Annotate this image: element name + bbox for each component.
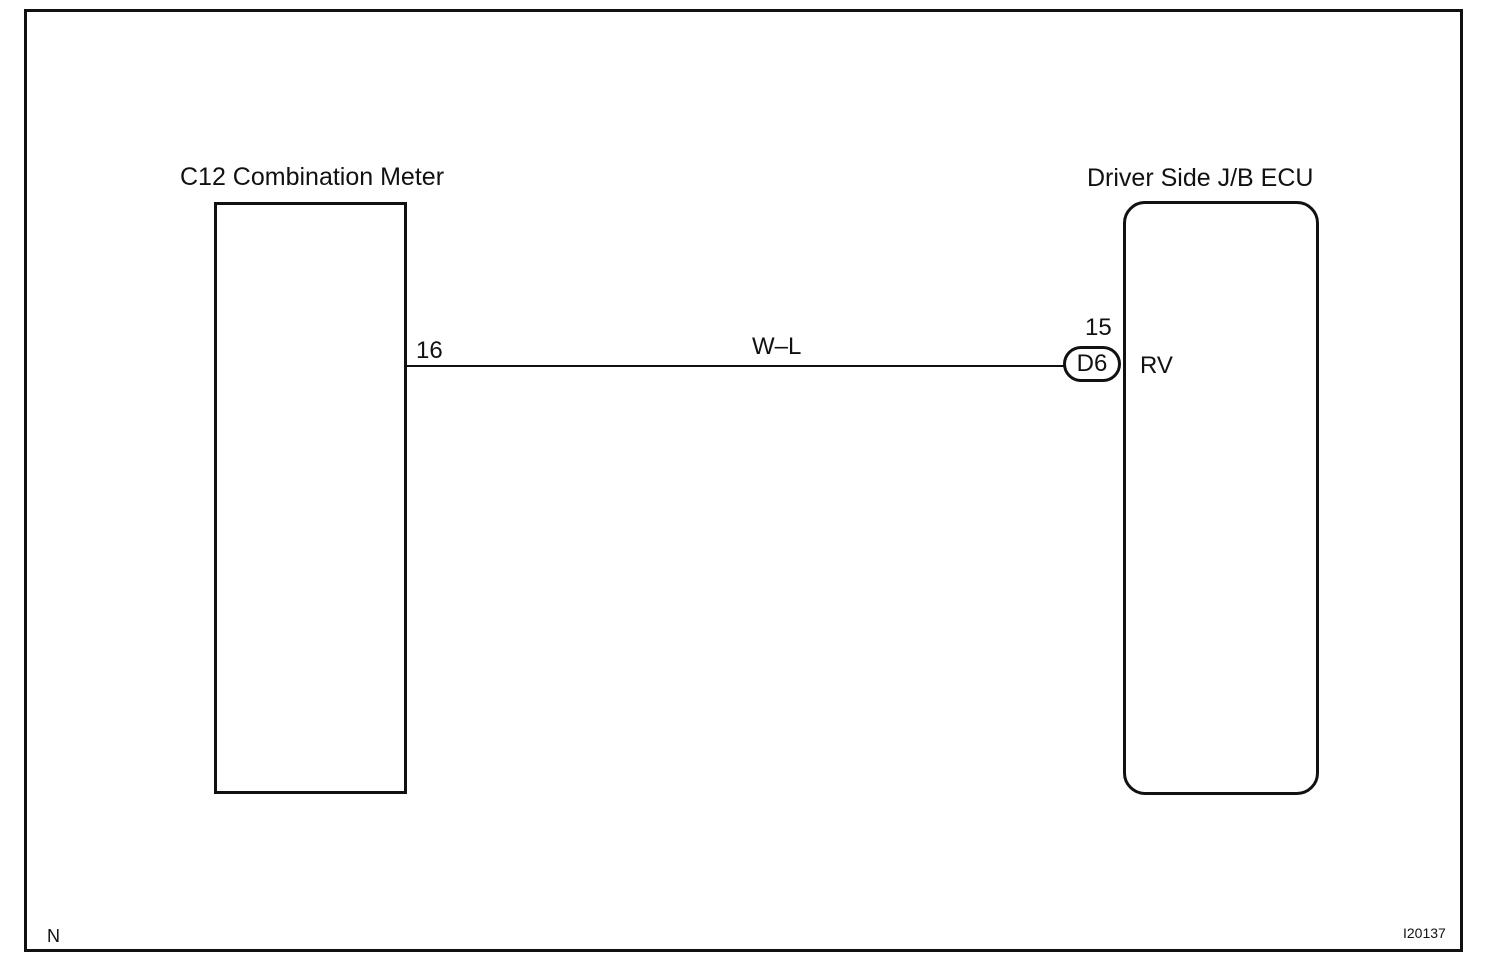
ecu-terminal-name: RV <box>1140 352 1173 379</box>
meter-title: C12 Combination Meter <box>180 163 445 191</box>
connector-badge: D6 <box>1063 346 1121 382</box>
ecu-title: Driver Side J/B ECU <box>1087 164 1314 192</box>
wire-color-label: W–L <box>752 333 802 360</box>
corner-letter: N <box>47 926 60 946</box>
connector-code: D6 <box>1076 350 1108 377</box>
combination-meter-box <box>214 202 407 794</box>
figure-code: I20137 <box>1403 925 1446 941</box>
jb-ecu-box <box>1123 201 1319 795</box>
ecu-pin-number: 15 <box>1085 314 1112 341</box>
meter-pin-number: 16 <box>416 337 443 364</box>
diagram-frame <box>24 9 1463 952</box>
wire-line <box>404 365 1064 367</box>
